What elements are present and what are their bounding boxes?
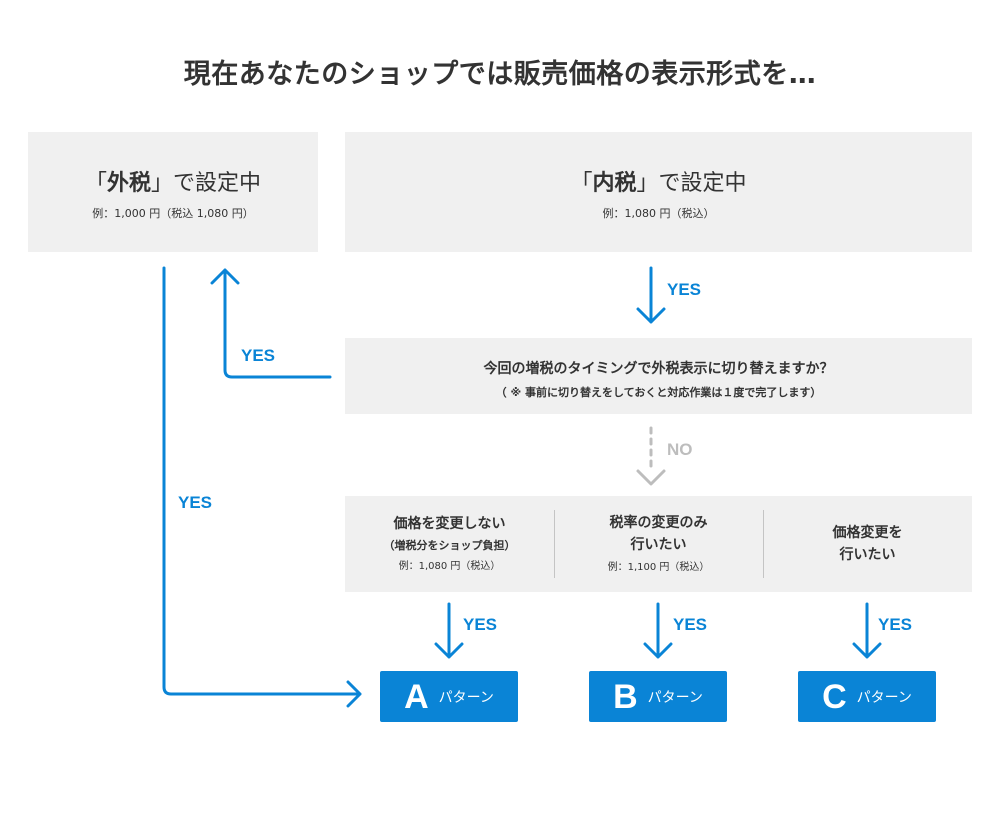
option-keep-price-title: 価格を変更しない [393, 516, 506, 532]
option-keep-price-example: 例：1,080 円（税込） [398, 561, 501, 572]
outer-tax-suffix: で設定中 [173, 171, 262, 196]
pattern-a-label: パターン [438, 689, 494, 706]
yes-label: YES [878, 615, 913, 634]
yes-label: YES [463, 615, 498, 634]
outer-tax-close-bracket: 」 [151, 171, 174, 196]
arrow-option2-to-pattern-b [643, 602, 673, 659]
inner-tax-heading: 「内税」で設定中 [345, 165, 972, 197]
pattern-a-letter: A [404, 677, 429, 716]
option-rate-only-example: 例：1,100 円（税込） [607, 562, 710, 573]
outer-tax-box: 「外税」で設定中 例：1,000 円（税込 1,080 円） [28, 132, 318, 252]
inner-tax-keyword: 内税 [592, 171, 637, 196]
option-keep-price-sub: （増税分をショップ負担） [383, 539, 516, 552]
option-rate-only: 税率の変更のみ 行いたい 例：1,100 円（税込） [554, 496, 763, 592]
option-rate-only-title-line1: 税率の変更のみ [609, 515, 708, 531]
arrow-outer-to-pattern-a [162, 266, 362, 708]
yes-label: YES [667, 280, 702, 299]
arrow-option3-to-pattern-c [852, 602, 882, 659]
inner-tax-box: 「内税」で設定中 例：1,080 円（税込） [345, 132, 972, 252]
inner-tax-example: 例：1,080 円（税込） [602, 207, 715, 220]
option-keep-price: 価格を変更しない （増税分をショップ負担） 例：1,080 円（税込） [345, 496, 554, 592]
question-note: （ ※ 事前に切り替えをしておくと対応作業は１度で完了します） [495, 386, 822, 399]
pattern-c-label: パターン [856, 689, 912, 706]
option-change-price-title-line1: 価格変更を [832, 525, 903, 541]
options-box: 価格を変更しない （増税分をショップ負担） 例：1,080 円（税込） 税率の変… [345, 496, 972, 592]
arrow-option1-to-pattern-a [434, 602, 464, 659]
yes-label: YES [178, 493, 213, 512]
option-divider [554, 510, 555, 578]
option-divider [763, 510, 764, 578]
inner-tax-suffix: で設定中 [658, 171, 747, 196]
outer-tax-open-bracket: 「 [84, 171, 107, 196]
arrow-question-no-head [636, 469, 666, 486]
page-title: 現在あなたのショップでは販売価格の表示形式を… [183, 59, 817, 90]
arrow-inner-to-question [636, 266, 666, 324]
pattern-c-button[interactable]: C パターン [798, 671, 936, 722]
option-rate-only-title-line2: 行いたい [630, 537, 687, 553]
option-change-price: 価格変更を 行いたい [763, 496, 972, 592]
question-text: 今回の増税のタイミングで外税表示に切り替えますか？ [483, 361, 834, 377]
pattern-b-label: パターン [647, 689, 703, 706]
pattern-b-button[interactable]: B パターン [589, 671, 727, 722]
no-label: NO [667, 440, 693, 459]
pattern-c-letter: C [822, 677, 847, 716]
arrow-question-yes-to-outer [210, 268, 332, 379]
yes-label: YES [241, 346, 276, 365]
inner-tax-close-bracket: 」 [636, 171, 659, 196]
outer-tax-keyword: 外税 [106, 171, 151, 196]
yes-label: YES [673, 615, 708, 634]
outer-tax-heading: 「外税」で設定中 [28, 165, 318, 197]
inner-tax-open-bracket: 「 [570, 171, 593, 196]
pattern-a-button[interactable]: A パターン [380, 671, 518, 722]
option-change-price-title-line2: 行いたい [839, 547, 896, 563]
question-box: 今回の増税のタイミングで外税表示に切り替えますか？ （ ※ 事前に切り替えをして… [345, 338, 972, 414]
outer-tax-example: 例：1,000 円（税込 1,080 円） [92, 207, 254, 220]
pattern-b-letter: B [613, 677, 638, 716]
